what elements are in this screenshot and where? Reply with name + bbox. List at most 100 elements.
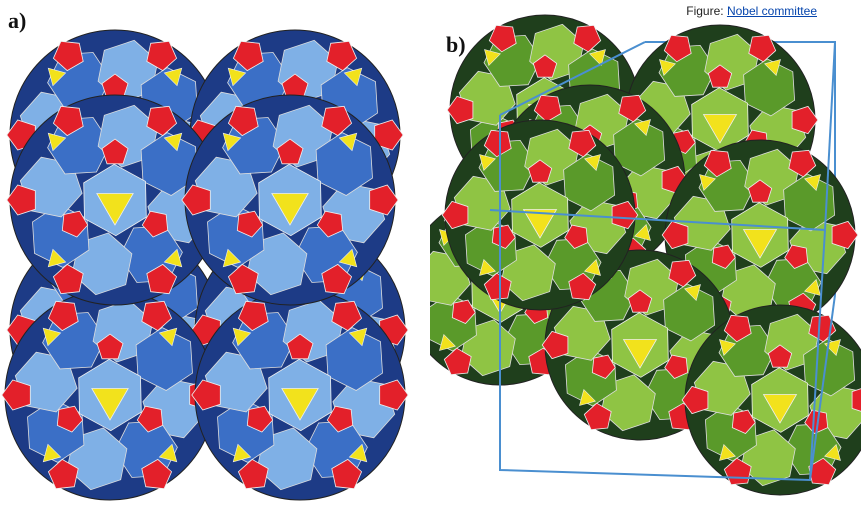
triangle-face xyxy=(804,174,821,191)
polyhedron-7 xyxy=(441,119,639,311)
pentagon-face xyxy=(47,300,79,332)
pentagon-face xyxy=(831,220,859,250)
triangle-face xyxy=(762,394,798,424)
triangle-face xyxy=(742,229,778,259)
triangle-face xyxy=(719,339,736,356)
pentagon-face xyxy=(237,300,269,332)
pentagon-face xyxy=(321,105,353,137)
pentagon-face xyxy=(326,40,358,72)
triangle-face xyxy=(91,388,129,421)
triangle-face xyxy=(47,132,67,152)
triangle-face xyxy=(232,443,252,463)
pentagon-face xyxy=(286,333,314,360)
pentagon-face xyxy=(146,263,178,295)
pentagon-face xyxy=(591,354,616,379)
triangle-face xyxy=(804,279,821,296)
pentagon-face xyxy=(146,105,178,137)
pentagon-face xyxy=(96,333,124,360)
pentagon-face xyxy=(101,138,129,165)
pentagon-face xyxy=(491,224,516,249)
triangle-face xyxy=(222,132,242,152)
triangle-face xyxy=(281,388,319,421)
cluster-a-illustration xyxy=(1,29,409,501)
pentagon-face xyxy=(483,129,512,158)
panel-label-a: a) xyxy=(8,8,27,33)
pentagon-face xyxy=(483,272,512,301)
triangle-face xyxy=(702,114,738,144)
triangle-face xyxy=(634,224,651,241)
polyhedron-6 xyxy=(6,94,224,306)
triangle-face xyxy=(484,49,501,66)
pentagon-face xyxy=(664,354,689,379)
pentagon-face xyxy=(788,149,817,178)
pentagon-face xyxy=(767,344,793,368)
pentagon-face xyxy=(568,129,597,158)
unit-cell-edge xyxy=(824,41,836,231)
pentagon-face xyxy=(141,300,173,332)
triangle-face xyxy=(348,327,368,347)
pentagon-face xyxy=(227,263,259,295)
triangle-face xyxy=(684,284,701,301)
triangle-face xyxy=(584,154,601,171)
triangle-face xyxy=(163,248,183,268)
panel-b-cluster: b) xyxy=(430,0,861,507)
triangle-face xyxy=(719,444,736,461)
pentagon-face xyxy=(61,210,89,238)
pentagon-face xyxy=(331,458,363,490)
pentagon-face xyxy=(791,105,819,135)
pentagon-face xyxy=(711,244,736,269)
pentagon-face xyxy=(748,34,777,63)
pentagon-face xyxy=(141,458,173,490)
pentagon-face xyxy=(707,64,733,88)
pentagon-face xyxy=(146,40,178,72)
triangle-face xyxy=(163,132,183,152)
pentagon-face xyxy=(443,347,472,376)
pentagon-face xyxy=(227,105,259,137)
triangle-face xyxy=(158,443,178,463)
pentagon-face xyxy=(583,402,612,431)
polyhedron-3 xyxy=(661,139,859,331)
pentagon-face xyxy=(527,159,553,183)
pentagon-face xyxy=(663,34,692,63)
triangle-face xyxy=(622,339,658,369)
pentagon-face xyxy=(1,379,31,411)
unit-cell-edge xyxy=(499,41,646,116)
credit-link[interactable]: Nobel committee xyxy=(726,4,817,18)
triangle-face xyxy=(227,67,247,87)
triangle-face xyxy=(699,174,716,191)
polyhedron-7 xyxy=(181,94,399,306)
triangle-face xyxy=(222,248,242,268)
figure-credit: Figure: Nobel committee xyxy=(686,4,817,18)
pentagon-face xyxy=(181,184,211,216)
pentagon-face xyxy=(379,379,409,411)
pentagon-face xyxy=(56,405,84,433)
pentagon-face xyxy=(573,24,602,53)
pentagon-face xyxy=(52,40,84,72)
triangle-face xyxy=(338,132,358,152)
pentagon-face xyxy=(321,263,353,295)
pentagon-face xyxy=(6,184,36,216)
pentagon-face xyxy=(276,138,304,165)
credit-prefix: Figure: xyxy=(686,4,724,18)
triangle-face xyxy=(439,334,456,351)
pentagon-face xyxy=(446,95,474,125)
pentagon-face xyxy=(618,94,647,123)
triangle-face xyxy=(42,327,62,347)
triangle-face xyxy=(96,193,134,226)
pentagon-face xyxy=(52,105,84,137)
triangle-face xyxy=(764,59,781,76)
triangle-face xyxy=(47,67,67,87)
pentagon-face xyxy=(316,210,344,238)
pentagon-face xyxy=(236,210,264,238)
triangle-face xyxy=(824,444,841,461)
triangle-face xyxy=(479,154,496,171)
triangle-face xyxy=(589,49,606,66)
triangle-face xyxy=(584,259,601,276)
pentagon-face xyxy=(731,409,756,434)
triangle-face xyxy=(158,327,178,347)
triangle-face xyxy=(42,443,62,463)
pentagon-face xyxy=(564,224,589,249)
triangle-face xyxy=(348,443,368,463)
cluster-b-illustration xyxy=(430,14,861,496)
pentagon-face xyxy=(47,458,79,490)
